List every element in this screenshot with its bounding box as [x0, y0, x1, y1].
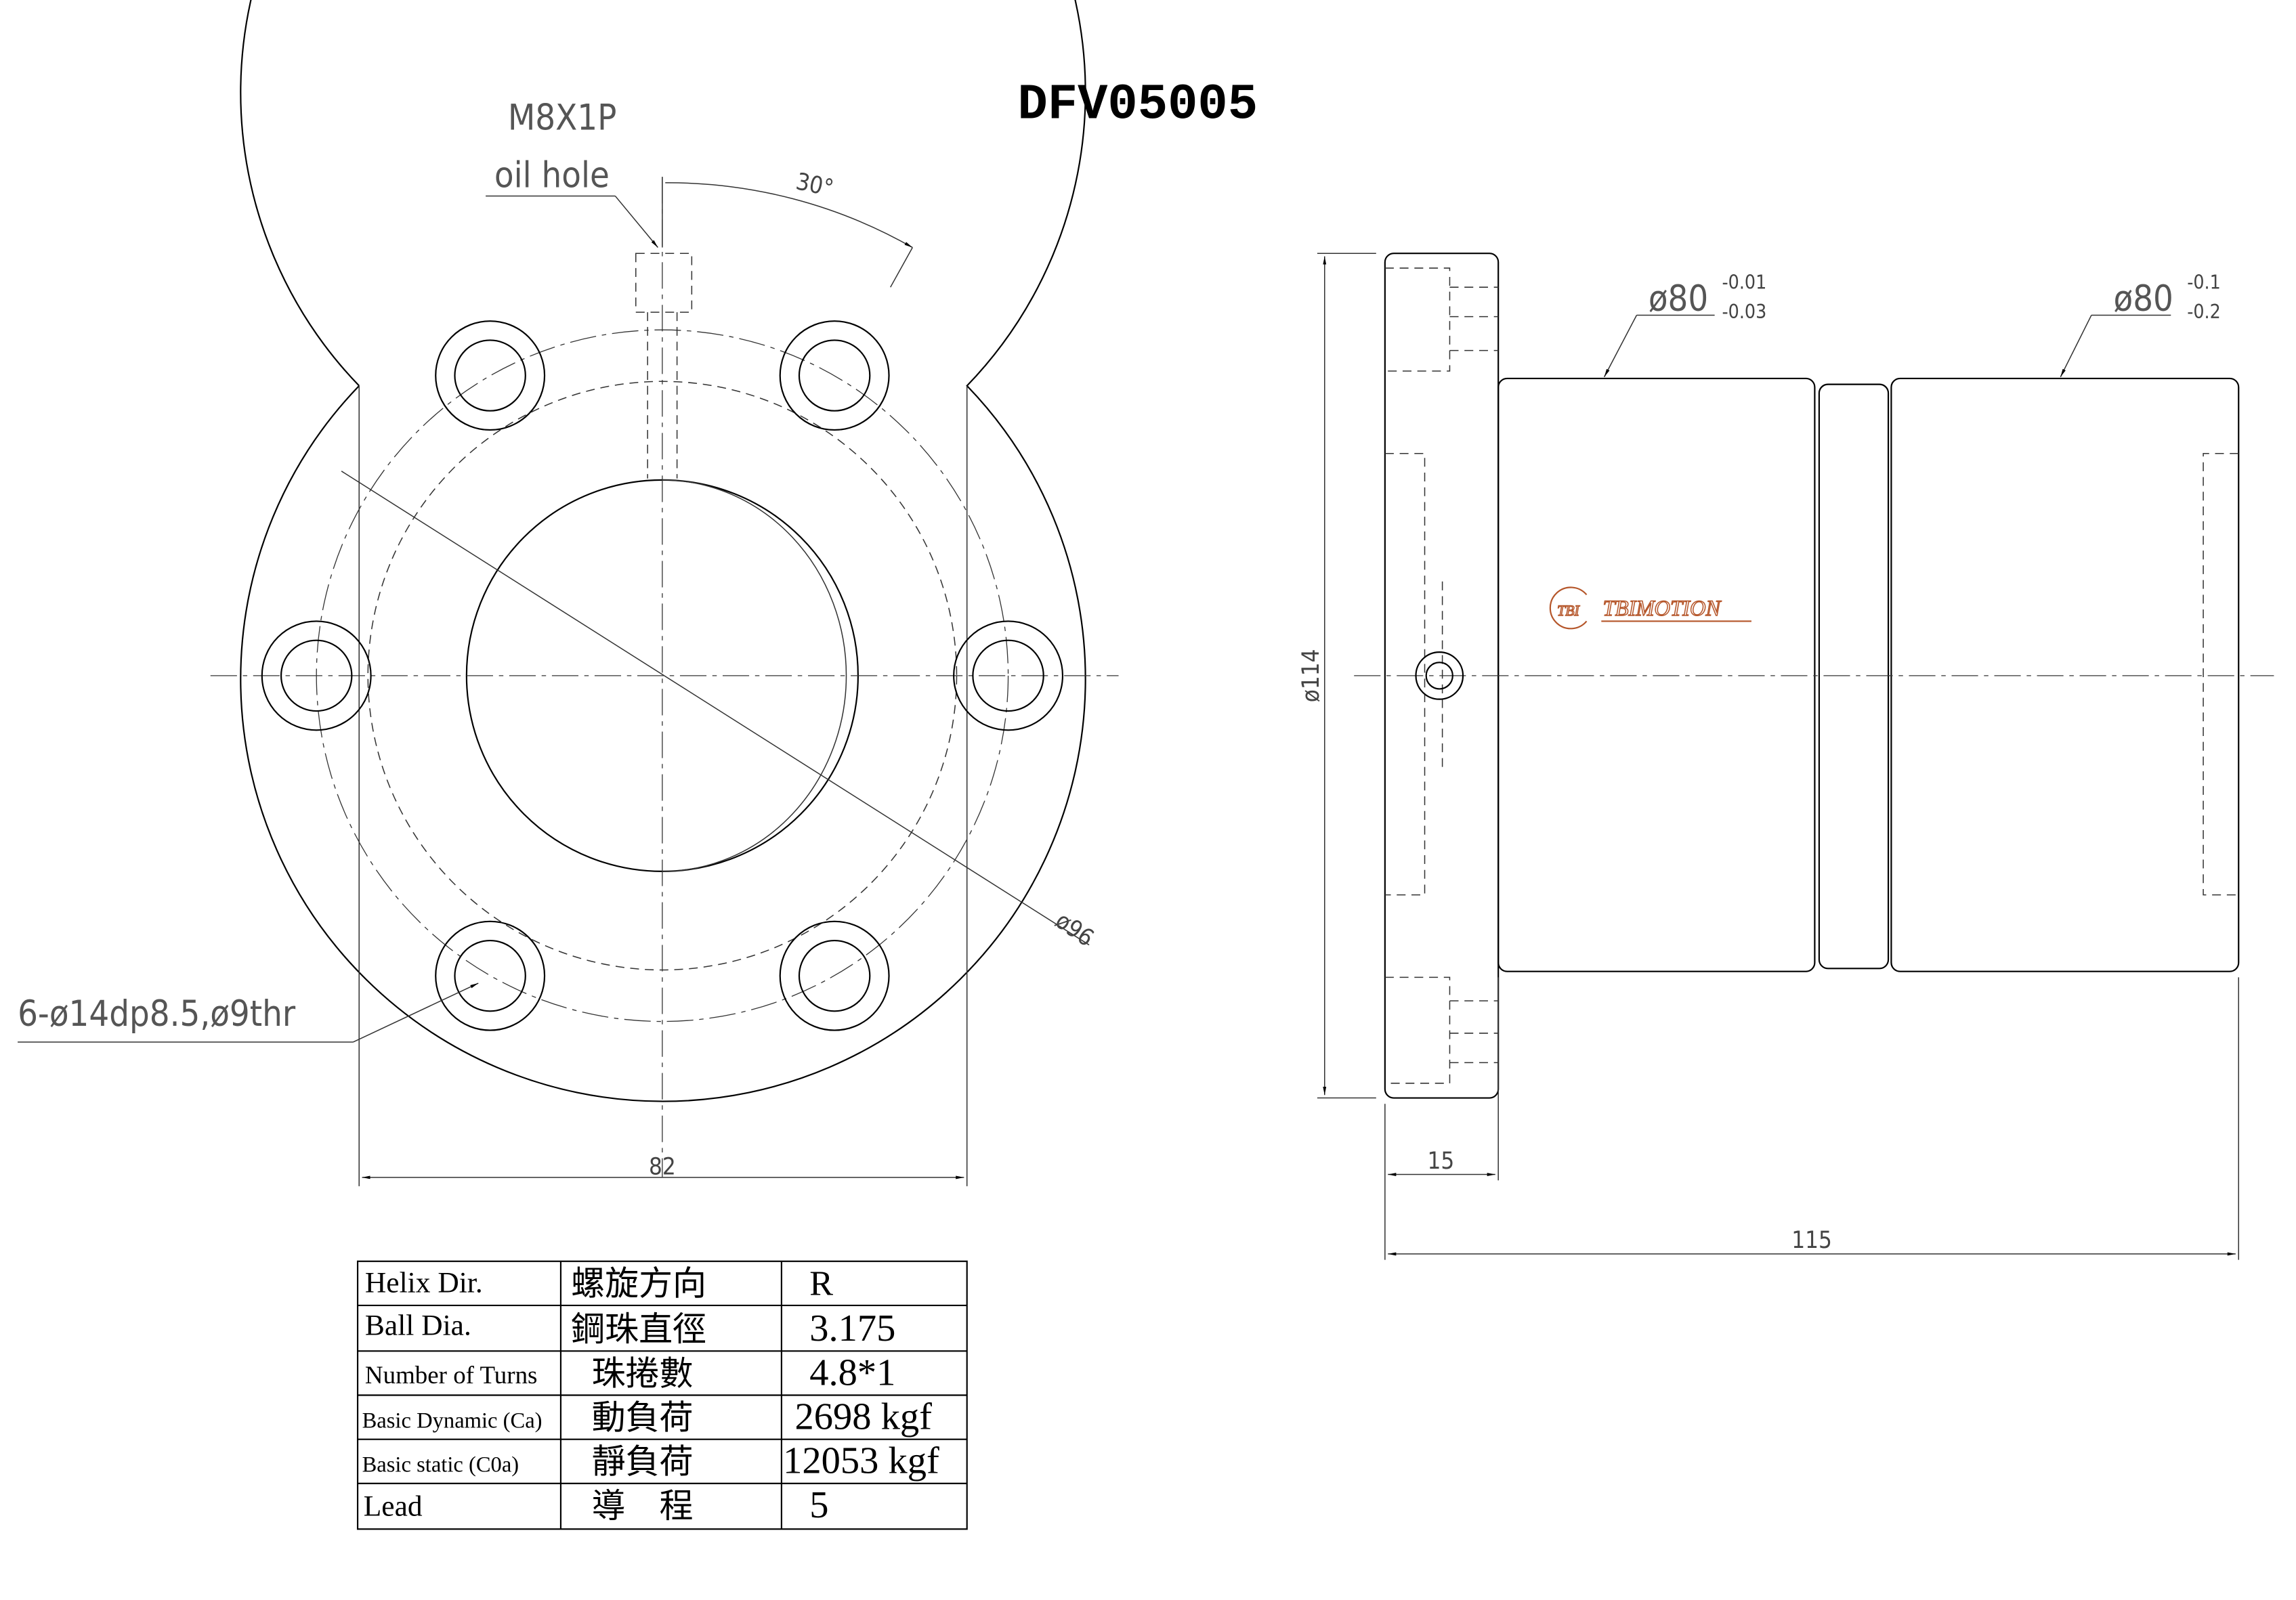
- bolt-hole: [779, 320, 890, 431]
- logo-c-mark: [1549, 586, 1588, 630]
- svg-text:動負荷: 動負荷: [592, 1398, 694, 1437]
- svg-text:3.175: 3.175: [809, 1307, 895, 1349]
- svg-text:12053 kgf: 12053 kgf: [783, 1440, 939, 1482]
- oil-hole: [635, 253, 693, 479]
- tolerance-upper-2: -0.1: [2187, 271, 2221, 293]
- svg-text:螺旋方向: 螺旋方向: [571, 1264, 706, 1303]
- tbimotion-logo: TBI TBIMOTION: [1549, 586, 1751, 630]
- tolerance-lower-1: -0.03: [1722, 301, 1767, 323]
- svg-text:TBI: TBI: [1557, 603, 1580, 619]
- svg-text:R: R: [809, 1265, 833, 1303]
- bolt-hole: [779, 920, 890, 1031]
- angle-label: 30°: [794, 168, 836, 202]
- bolt-hole: [435, 920, 546, 1031]
- svg-text:導 程: 導 程: [592, 1486, 694, 1526]
- table-row: Lead 導 程 5: [364, 1484, 829, 1526]
- bolt-hole: [261, 620, 372, 731]
- flange-thickness: 15: [1428, 1148, 1455, 1175]
- svg-text:2698 kgf: 2698 kgf: [794, 1396, 932, 1437]
- svg-text:4.8*1: 4.8*1: [809, 1352, 895, 1393]
- svg-text:Basic Dynamic (Ca): Basic Dynamic (Ca): [362, 1408, 543, 1433]
- holes-label: 6-ø14dp8.5,ø9thr: [18, 994, 296, 1035]
- tolerance-upper-1: -0.01: [1722, 271, 1767, 293]
- pcd-label: ø96: [1050, 907, 1099, 953]
- flange-outline: [240, 0, 1086, 1102]
- svg-text:靜負荷: 靜負荷: [592, 1442, 694, 1482]
- table-row: Basic static (C0a) 靜負荷 12053 kgf: [362, 1440, 939, 1482]
- front-view: [18, 0, 1119, 1186]
- width-dimension: 82: [649, 1154, 676, 1181]
- svg-text:鋼珠直徑: 鋼珠直徑: [571, 1310, 706, 1349]
- oil-hole-label: oil hole: [494, 155, 610, 196]
- side-view: TBI TBIMOTION: [1317, 253, 2274, 1260]
- spec-table: Helix Dir. 螺旋方向 R Ball Dia. 鋼珠直徑 3.175 Numbe…: [356, 1260, 968, 1530]
- svg-text:5: 5: [809, 1484, 828, 1526]
- svg-text:Ball Dia.: Ball Dia.: [365, 1309, 471, 1341]
- table-row: Basic Dynamic (Ca) 動負荷 2698 kgf: [362, 1396, 933, 1437]
- drawing-title: DFV05005: [1017, 77, 1258, 133]
- body-section-1: [1497, 377, 1816, 972]
- body-section-2: [1890, 377, 2240, 972]
- bolt-holes: [261, 320, 1064, 1031]
- svg-text:Number of Turns: Number of Turns: [365, 1361, 538, 1389]
- tolerance-lower-2: -0.2: [2187, 301, 2221, 323]
- svg-text:Basic static (C0a): Basic static (C0a): [362, 1453, 519, 1477]
- svg-text:Helix Dir.: Helix Dir.: [365, 1266, 483, 1299]
- svg-text:TBIMOTION: TBIMOTION: [1602, 597, 1722, 621]
- flange-diameter: ø114: [1298, 649, 1325, 702]
- body-diameter-1: ø80: [1649, 279, 1708, 320]
- body-diameter-2: ø80: [2114, 279, 2173, 320]
- svg-text:Lead: Lead: [364, 1490, 423, 1523]
- total-length: 115: [1791, 1227, 1832, 1254]
- table-row: Number of Turns 珠捲數 4.8*1: [365, 1352, 895, 1393]
- bolt-hole: [435, 320, 546, 431]
- groove: [1818, 383, 1890, 970]
- table-row: Helix Dir. 螺旋方向 R: [365, 1264, 833, 1303]
- svg-text:珠捲數: 珠捲數: [592, 1354, 694, 1393]
- oil-hole-thread-label: M8X1P: [508, 98, 617, 139]
- table-row: Ball Dia. 鋼珠直徑 3.175: [365, 1307, 895, 1349]
- bolt-hole: [953, 620, 1064, 731]
